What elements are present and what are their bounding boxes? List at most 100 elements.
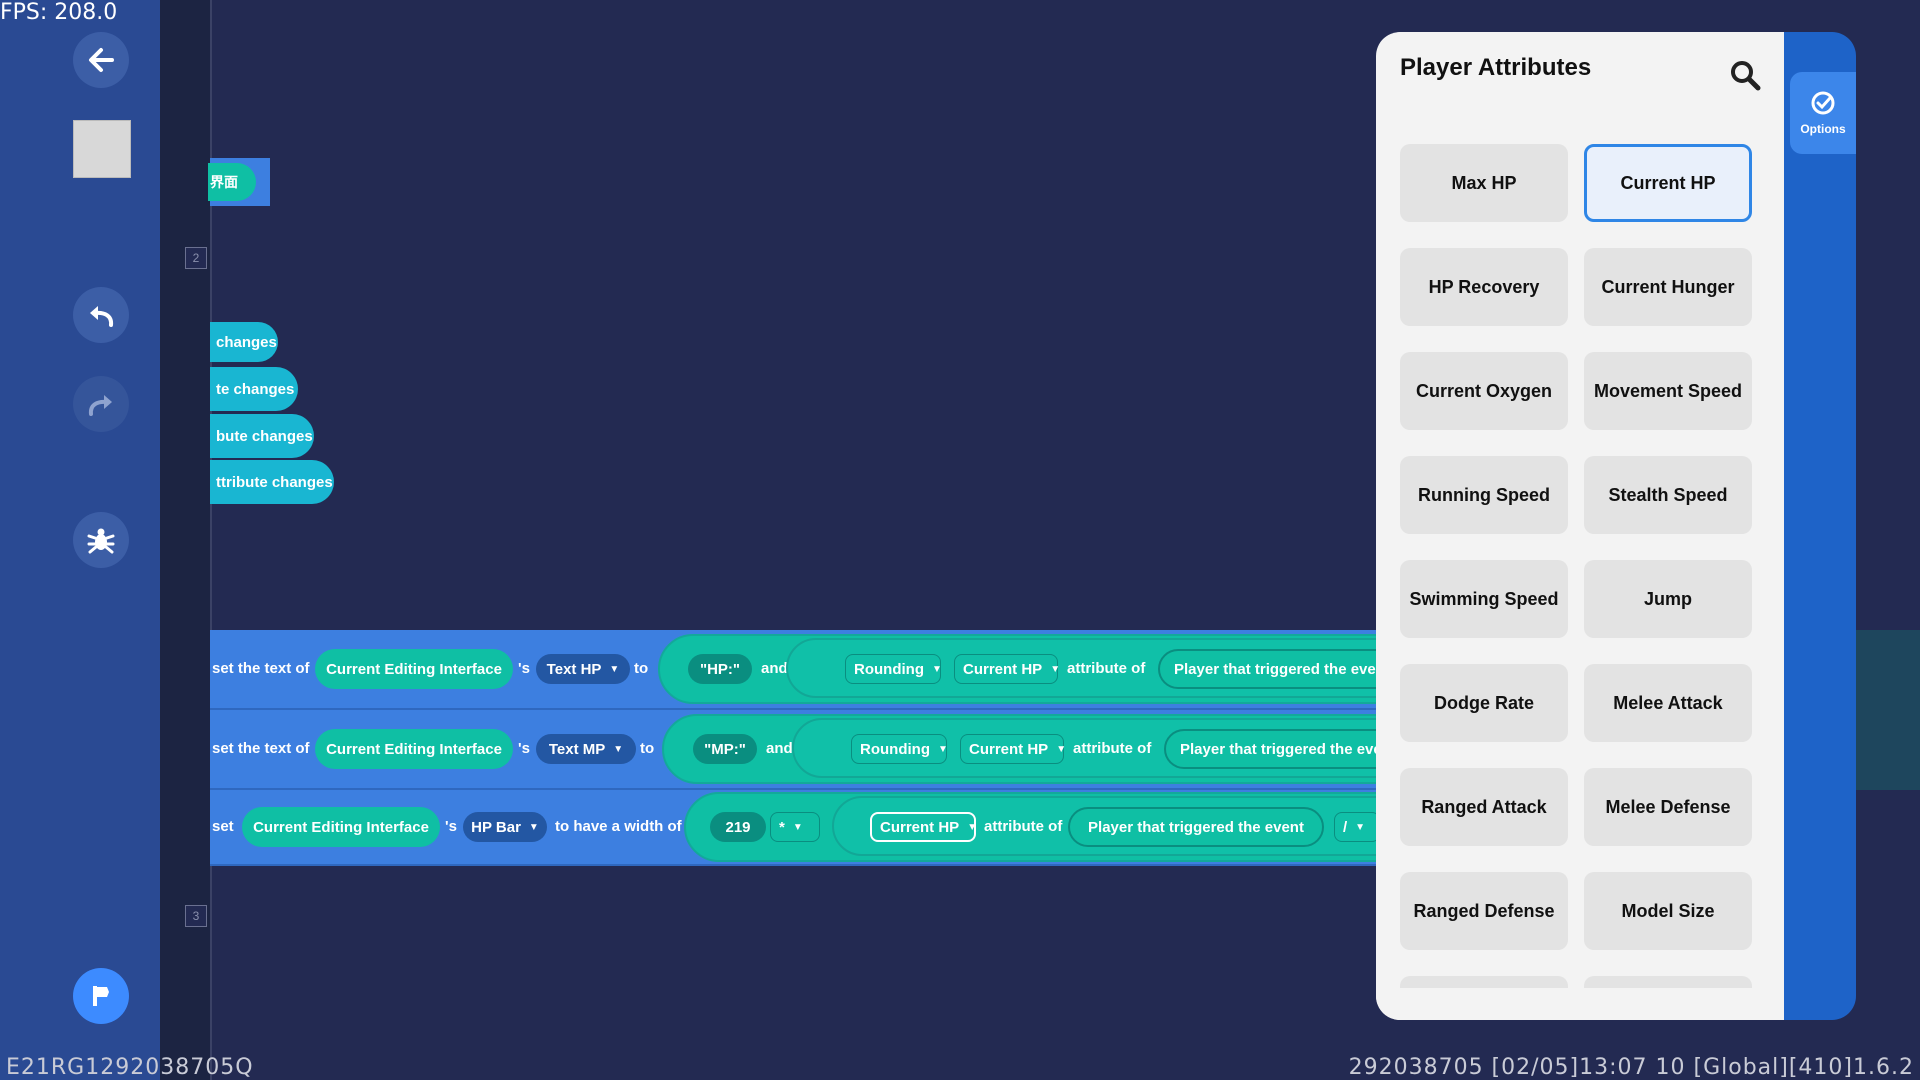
attribute-of-text: attribute of (1073, 740, 1152, 757)
attribute-ranged-defense[interactable]: Ranged Defense (1400, 872, 1568, 950)
player-attributes-panel: Player Attributes Max HP Current HP HP R… (1376, 32, 1784, 1020)
possessive-text: 's (445, 818, 457, 835)
possessive-text: 's (518, 740, 530, 757)
target-interface-pill[interactable]: Current Editing Interface (315, 649, 513, 689)
line-number: 2 (185, 247, 207, 269)
attribute-melee-attack[interactable]: Melee Attack (1584, 664, 1752, 742)
function-dropdown[interactable]: Rounding ▼ (851, 734, 948, 764)
attribute-label: Current HP (963, 660, 1043, 678)
attribute-melee-defense[interactable]: Melee Defense (1584, 768, 1752, 846)
possessive-text: 's (518, 660, 530, 677)
chevron-down-icon: ▼ (792, 821, 803, 833)
chevron-down-icon: ▼ (609, 663, 620, 675)
operator-dropdown[interactable]: *▼ (770, 812, 820, 842)
width-text: to have a width of (555, 818, 682, 835)
attribute-dropdown[interactable]: Current HP ▼ (960, 734, 1067, 764)
attribute-hp-recovery[interactable]: HP Recovery (1400, 248, 1568, 326)
options-label: Options (1800, 122, 1846, 136)
attribute-ranged-attack[interactable]: Ranged Attack (1400, 768, 1568, 846)
panel-title: Player Attributes (1400, 54, 1592, 81)
attribute-of-text: attribute of (1067, 660, 1146, 677)
interface-thumbnail[interactable] (73, 120, 131, 178)
attribute-of-text: attribute of (984, 818, 1063, 835)
to-text: to (640, 740, 655, 757)
element-label: Text MP (548, 740, 606, 758)
function-label: Rounding (854, 660, 924, 678)
target-interface-pill[interactable]: Current Editing Interface (315, 729, 513, 769)
event-label: 界面 (208, 163, 256, 201)
trigger-pill[interactable]: changes (210, 322, 278, 362)
to-text: to (634, 660, 649, 677)
string-literal[interactable]: "MP:" (693, 734, 757, 764)
operator-dropdown[interactable]: /▼ (1334, 812, 1380, 842)
chevron-down-icon: ▼ (1056, 743, 1067, 755)
flag-icon (93, 986, 109, 1006)
block-keyword: set the text of (212, 740, 310, 757)
set-text-block-mp[interactable]: set the text of Current Editing Interfac… (210, 710, 1380, 790)
set-text-block-hp[interactable]: set the text of Current Editing Interfac… (210, 630, 1380, 710)
target-interface-pill[interactable]: Current Editing Interface (242, 807, 440, 847)
offscreen-block-edge (1856, 630, 1920, 790)
number-literal[interactable]: 219 (710, 812, 766, 842)
arrow-left-icon (89, 48, 114, 72)
attribute-jump[interactable]: Jump (1584, 560, 1752, 638)
chevron-down-icon: ▼ (1355, 821, 1366, 833)
block-keyword: set (212, 818, 234, 835)
attribute-current-oxygen[interactable]: Current Oxygen (1400, 352, 1568, 430)
run-button[interactable] (73, 968, 129, 1024)
chevron-down-icon: ▼ (528, 821, 539, 833)
options-sidebar: Options (1784, 32, 1856, 1020)
attribute-movement-speed[interactable]: Movement Speed (1584, 352, 1752, 430)
back-button[interactable] (73, 32, 129, 88)
player-pill[interactable]: Player that triggered the event (1164, 729, 1380, 769)
attribute-stealth-speed[interactable]: Stealth Speed (1584, 456, 1752, 534)
chevron-down-icon: ▼ (613, 743, 624, 755)
player-pill[interactable]: Player that triggered the event (1068, 807, 1324, 847)
line-gutter (160, 0, 212, 1080)
undo-button[interactable] (73, 287, 129, 343)
element-dropdown[interactable]: Text MP ▼ (536, 734, 636, 764)
options-button[interactable]: Options (1790, 72, 1856, 154)
build-id: E21RG1292038705Q (6, 1055, 254, 1080)
string-literal[interactable]: "HP:" (688, 654, 752, 684)
search-icon[interactable] (1728, 58, 1762, 92)
element-label: HP Bar (471, 818, 521, 836)
trigger-pill[interactable]: ttribute changes (210, 460, 334, 504)
panel-bottom-edge (1376, 988, 1784, 1020)
chevron-down-icon: ▼ (931, 663, 942, 675)
element-dropdown[interactable]: HP Bar ▼ (463, 812, 547, 842)
attribute-current-hp[interactable]: Current HP (1584, 144, 1752, 222)
fps-counter: FPS: 208.0 (0, 0, 118, 25)
chevron-down-icon: ▼ (967, 821, 978, 833)
bug-icon (87, 528, 115, 554)
check-circle-icon (1811, 91, 1835, 115)
attribute-model-size[interactable]: Model Size (1584, 872, 1752, 950)
trigger-pill[interactable]: bute changes (210, 414, 314, 458)
player-pill[interactable]: Player that triggered the event (1158, 649, 1380, 689)
debug-button[interactable] (73, 512, 129, 568)
undo-icon (90, 306, 114, 327)
attribute-max-hp[interactable]: Max HP (1400, 144, 1568, 222)
redo-icon (88, 395, 112, 416)
chevron-down-icon: ▼ (1050, 663, 1061, 675)
attribute-label: Current HP (969, 740, 1049, 758)
left-toolbar (0, 0, 160, 1080)
block-keyword: set the text of (212, 660, 310, 677)
attribute-dodge-rate[interactable]: Dodge Rate (1400, 664, 1568, 742)
function-label: Rounding (860, 740, 930, 758)
redo-button[interactable] (73, 376, 129, 432)
and-text: and (761, 660, 788, 677)
attribute-running-speed[interactable]: Running Speed (1400, 456, 1568, 534)
attribute-dropdown[interactable]: Current HP ▼ (954, 654, 1061, 684)
attribute-current-hunger[interactable]: Current Hunger (1584, 248, 1752, 326)
element-dropdown[interactable]: Text HP▼ (536, 654, 630, 684)
attribute-swimming-speed[interactable]: Swimming Speed (1400, 560, 1568, 638)
attribute-label: Current HP (880, 818, 960, 836)
set-width-block[interactable]: set Current Editing Interface 's HP Bar ▼… (210, 790, 1380, 866)
function-dropdown[interactable]: Rounding ▼ (845, 654, 942, 684)
operator-label: * (779, 818, 785, 836)
trigger-pill[interactable]: te changes (210, 367, 298, 411)
chevron-down-icon: ▼ (937, 743, 948, 755)
attribute-dropdown[interactable]: Current HP ▼ (870, 812, 978, 842)
status-line: 292038705 [02/05]13:07 10 [Global][410]1… (1348, 1055, 1914, 1080)
